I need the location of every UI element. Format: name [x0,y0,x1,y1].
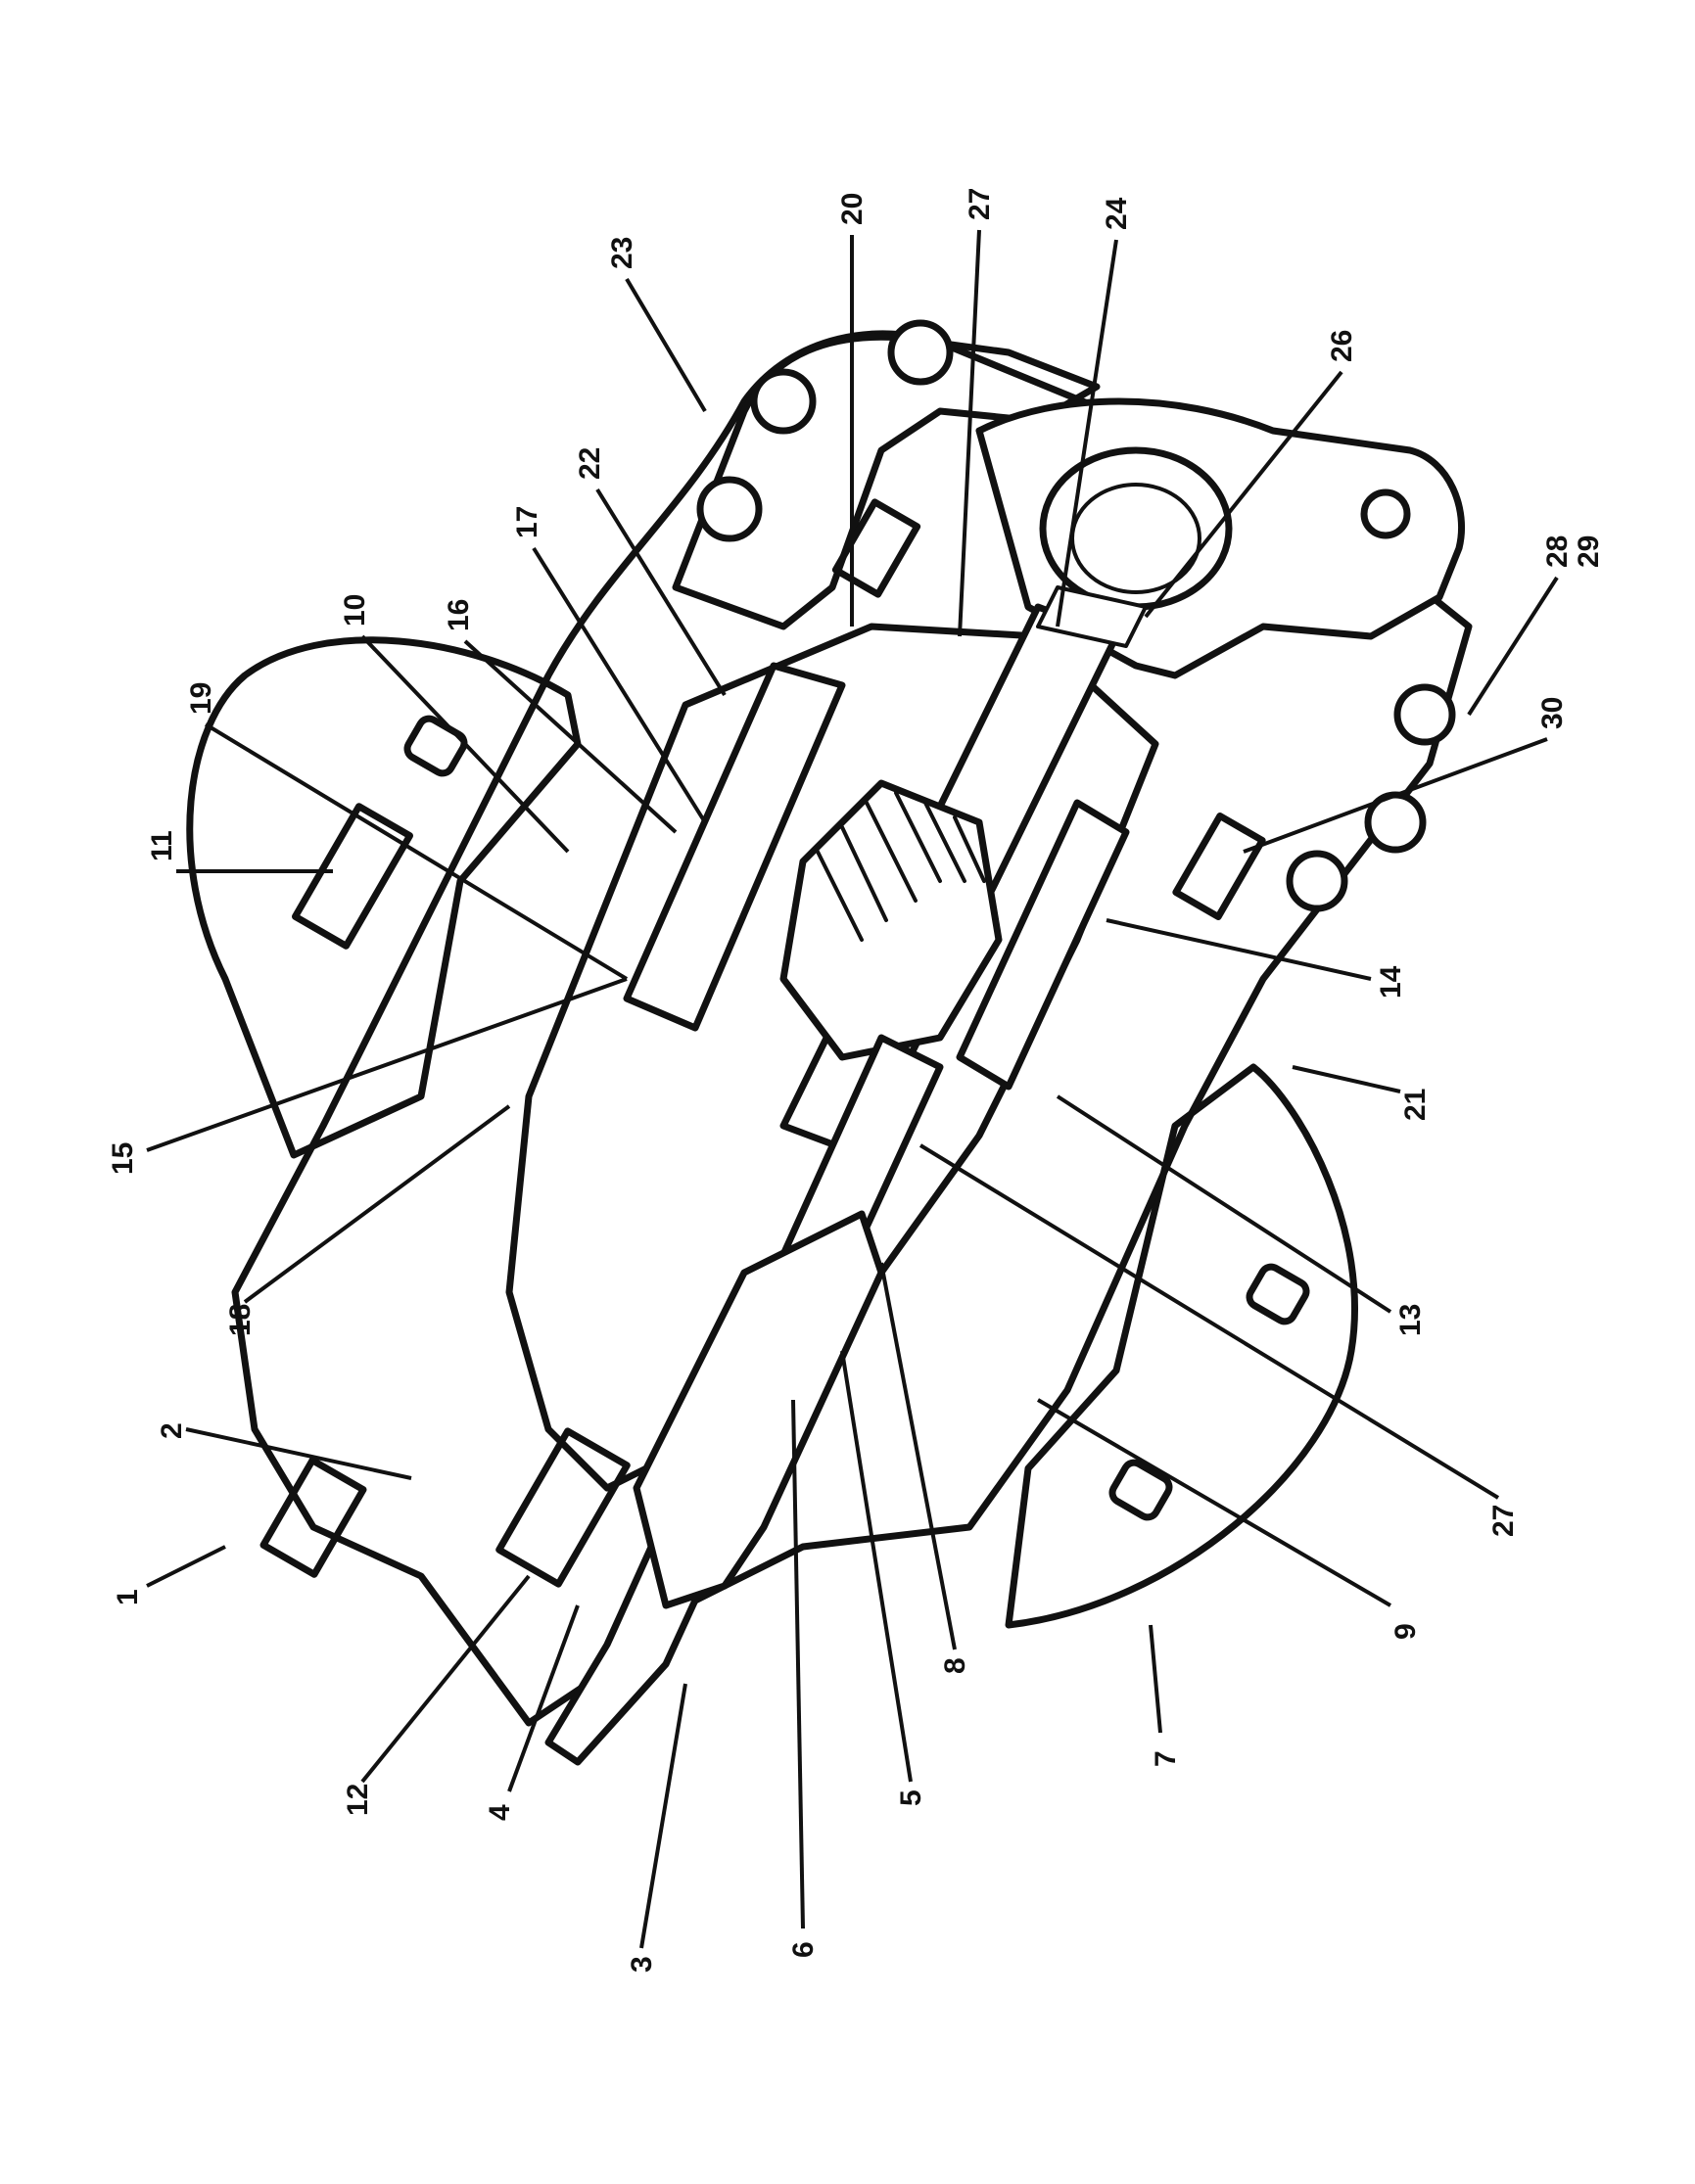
bolt-head [750,368,817,435]
callout-7: 7 [1150,1750,1182,1767]
leader-30 [1243,737,1548,854]
leader-5 [840,1350,913,1783]
callout-22: 22 [574,447,606,480]
callout-8: 8 [939,1657,971,1674]
leader-8 [879,1262,957,1650]
thread-fitting-12 [495,1427,631,1588]
drive-gear [779,779,1003,1061]
callout-17: 17 [511,506,543,538]
callout-28: 28 [1541,535,1574,568]
callout-6: 6 [787,1941,820,1958]
callout-5: 5 [895,1789,927,1806]
callout-12: 12 [342,1784,374,1816]
leader-28 [1467,576,1559,717]
leader-7 [1149,1624,1162,1734]
callout-24: 24 [1101,197,1133,230]
callout-13: 13 [1394,1304,1427,1336]
callout-21: 21 [1399,1089,1432,1121]
thread-fitting-30 [1172,813,1266,920]
leader-22 [595,488,727,697]
callout-20: 20 [836,193,869,225]
shaft-spline-end [1036,585,1148,648]
leader-12 [360,1574,531,1784]
bolt-head [1393,683,1456,746]
callout-26: 26 [1326,330,1358,362]
leader-24 [1056,239,1118,627]
callout-27b: 27 [1487,1505,1520,1537]
leader-21 [1292,1065,1401,1093]
callout-29: 29 [1573,535,1605,568]
leader-27b [918,1143,1500,1500]
leader-15 [146,977,628,1152]
rear-flange-plate [186,636,582,1159]
callout-2: 2 [156,1422,188,1439]
front-plate-hole [1360,488,1411,539]
bolt-head [887,319,954,386]
leader-16 [463,639,678,834]
callout-14: 14 [1375,965,1407,999]
leader-1 [146,1545,226,1588]
callout-19: 19 [185,682,217,715]
leader-26 [1144,370,1343,619]
leader-3 [639,1683,687,1949]
leader-9 [1036,1398,1392,1607]
inner-sleeve-upper [623,662,846,1032]
gear-teeth [816,791,986,942]
bolt-heads [696,319,1456,912]
callout-18: 18 [224,1304,257,1336]
leader-14 [1106,918,1372,981]
flange-hole [1246,1263,1310,1325]
thread-fitting-1 [259,1457,367,1578]
thread-fitting-11 [292,803,413,950]
bolt-head [1286,850,1348,912]
inner-sleeve-lower [956,799,1130,1091]
leader-4 [507,1604,580,1792]
callout-30: 30 [1536,697,1569,729]
callout-27a: 27 [964,188,996,220]
callout-11: 11 [146,830,178,861]
bolt-head [696,476,763,542]
callout-10: 10 [339,594,371,627]
leader-6 [791,1399,805,1929]
cutaway-artwork [186,319,1473,1766]
front-flange-plate [1005,1063,1358,1629]
leader-lines [146,229,1559,1949]
leader-19 [204,722,629,981]
leader-23 [625,277,707,413]
callout-3: 3 [626,1956,658,1973]
flange-hole [1108,1459,1173,1521]
callout-15: 15 [107,1142,139,1175]
callout-1: 1 [112,1589,144,1605]
leader-13 [1056,1094,1392,1314]
callout-labels: 1 2 3 4 5 6 7 8 9 10 11 12 13 14 15 16 1… [107,188,1605,1973]
thread-fitting-top [831,498,921,598]
callout-4: 4 [484,1804,516,1821]
leader-27a [958,229,981,637]
callout-9: 9 [1389,1623,1422,1640]
callout-16: 16 [443,599,475,631]
leader-10 [360,634,570,854]
leader-17 [532,546,707,824]
shaft-lower-housing [633,1210,885,1609]
callout-23: 23 [606,237,638,269]
leader-2 [185,1427,412,1480]
leader-18 [243,1104,511,1304]
